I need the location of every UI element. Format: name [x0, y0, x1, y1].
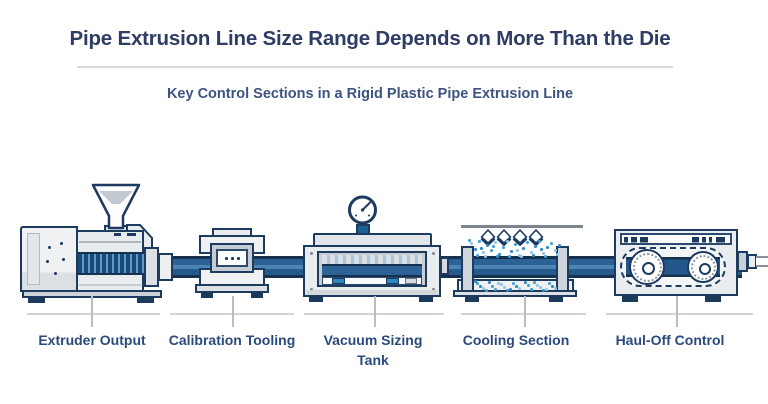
- leader-vline: [524, 296, 526, 327]
- leader-hline: [27, 313, 160, 315]
- cooling-foot-right: [549, 296, 563, 302]
- motor-vent-dots: [48, 246, 51, 249]
- extruder-feed-chamfer: [126, 224, 153, 255]
- haul-off-control-panel: [620, 233, 732, 245]
- hopper-icon: [91, 183, 141, 230]
- tank-end-button: [405, 278, 417, 284]
- label-haul-off-control: Haul-Off Control: [615, 332, 725, 348]
- leader-vline: [232, 296, 234, 327]
- leader-hline: [461, 313, 586, 315]
- calibration-top-tab: [212, 228, 252, 237]
- page-subtitle: Key Control Sections in a Rigid Plastic …: [166, 86, 574, 102]
- motor-inner-panel: [27, 233, 40, 285]
- water-droplets-lower: [474, 280, 477, 283]
- label-calibration-tooling: Calibration Tooling: [168, 332, 296, 348]
- extruder-motor-housing: [20, 226, 78, 292]
- tank-bolt-dots: [310, 252, 313, 255]
- calibration-base: [195, 284, 269, 293]
- leader-hline: [606, 313, 753, 315]
- barrel-seam-bottom: [79, 284, 141, 286]
- tank-lid: [313, 233, 432, 247]
- tank-slider-rail: [322, 277, 422, 285]
- tank-slider-handle-left: [332, 278, 345, 284]
- leader-hline: [304, 313, 444, 315]
- calibration-top-block: [199, 235, 265, 254]
- calibration-foot-right: [251, 292, 263, 298]
- label-extruder-output: Extruder Output: [38, 332, 146, 348]
- barrel-top-mark-2: [127, 233, 136, 236]
- extruder-base-plate: [22, 290, 162, 298]
- page-title: Pipe Extrusion Line Size Range Depends o…: [69, 27, 671, 50]
- exit-collar: [747, 254, 757, 269]
- calibration-foot-left: [201, 292, 213, 298]
- pressure-gauge-icon: [348, 195, 377, 225]
- finished-pipe-output: [756, 256, 768, 267]
- tank-bottom-band: [306, 290, 438, 295]
- extruder-foot-left: [28, 297, 45, 303]
- gauge-stem: [356, 224, 370, 236]
- spray-bar: [461, 225, 583, 228]
- leader-vline: [91, 296, 93, 327]
- cooling-tray: [457, 279, 574, 292]
- extruder-screw-icon: [78, 252, 144, 275]
- water-droplets-upper: [468, 239, 471, 242]
- extruder-feed-block: [104, 225, 130, 255]
- leader-hline: [170, 313, 294, 315]
- haul-off-foot-right: [705, 296, 721, 302]
- extruded-pipe: [148, 256, 742, 278]
- label-cooling-section: Cooling Section: [462, 332, 570, 348]
- barrel-seam-top: [79, 241, 141, 243]
- cooling-foot-left: [465, 296, 479, 302]
- extruder-foot-right: [137, 297, 154, 303]
- title-divider: [77, 66, 673, 68]
- tank-foot-right: [419, 296, 433, 302]
- extruder-barrel-housing: [76, 230, 144, 292]
- leader-vline: [676, 296, 678, 327]
- leader-vline: [374, 296, 376, 327]
- cooling-base-bar: [453, 290, 577, 297]
- tank-foot-left: [309, 296, 323, 302]
- barrel-top-mark-1: [114, 233, 121, 236]
- tank-slider-handle-right: [386, 278, 399, 284]
- label-vacuum-sizing-tank: Vacuum Sizing Tank: [323, 332, 423, 368]
- haul-off-foot-left: [622, 296, 638, 302]
- spray-nozzle-icons: [480, 229, 544, 246]
- control-panel-buttons: [624, 237, 725, 243]
